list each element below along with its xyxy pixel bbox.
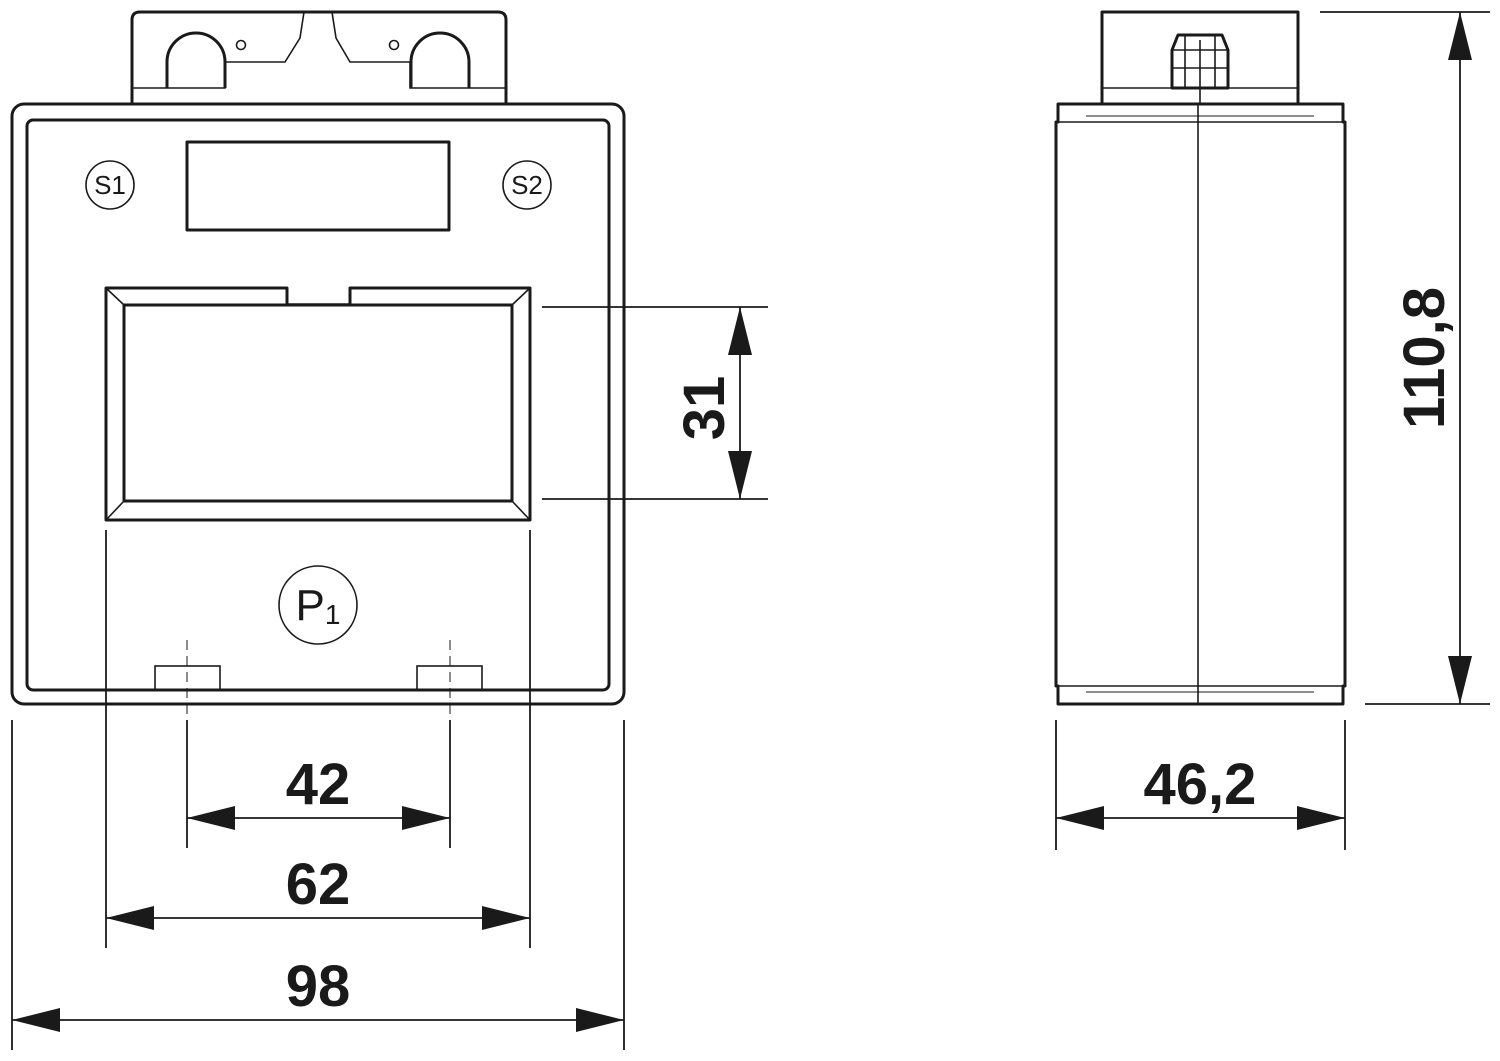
arrow-down [1448,656,1472,704]
side-housing [1054,102,1347,706]
arrow-right [482,906,530,930]
arrow-right [576,1008,624,1032]
screw-dot-right [388,39,400,51]
primary-marker-p1: P1 [278,565,358,645]
screw-dot-left [235,39,247,51]
arrow-right [402,806,450,830]
dimension-label-31: 31 [672,376,737,441]
front-dimensions: 31 42 62 98 [11,306,768,1050]
dimension-label-98: 98 [286,954,351,1019]
terminal-marker-s2: S2 [502,160,552,210]
dimension-overall-height: 110,8 [1320,11,1490,705]
dimension-label-62: 62 [286,852,351,917]
screw-opening-right [409,31,471,88]
side-dimensions: 110,8 46,2 [1055,11,1490,850]
screw-head [1170,33,1230,104]
terminal-label-s2: S2 [511,170,543,200]
conductor-window [104,286,532,522]
dimension-mount-spacing: 42 [186,720,451,848]
arrow-left [1056,806,1104,830]
dimension-window-width: 62 [105,530,531,948]
dimension-label-46-2: 46,2 [1144,752,1257,817]
arrow-up [728,307,752,355]
side-view [1054,10,1347,706]
terminal-label-s1: S1 [94,170,126,200]
dimension-label-110-8: 110,8 [1392,287,1457,429]
dimension-label-42: 42 [286,752,351,817]
screw-opening-left [165,31,227,88]
arrow-down [728,451,752,499]
dimension-depth: 46,2 [1055,720,1346,850]
dimension-window-height: 31 [542,306,768,500]
housing-inner [25,118,611,692]
arrow-left [12,1008,60,1032]
arrow-up [1448,12,1472,60]
terminal-marker-s1: S1 [85,160,135,210]
arrow-left [187,806,235,830]
primary-label: P1 [296,581,341,630]
front-view: S1 S2 P1 [10,10,626,720]
dimension-overall-width: 98 [11,720,625,1050]
arrow-right [1297,806,1345,830]
label-plate [185,140,451,232]
housing-outer [10,102,626,706]
arrow-left [106,906,154,930]
terminal-block [130,10,508,104]
